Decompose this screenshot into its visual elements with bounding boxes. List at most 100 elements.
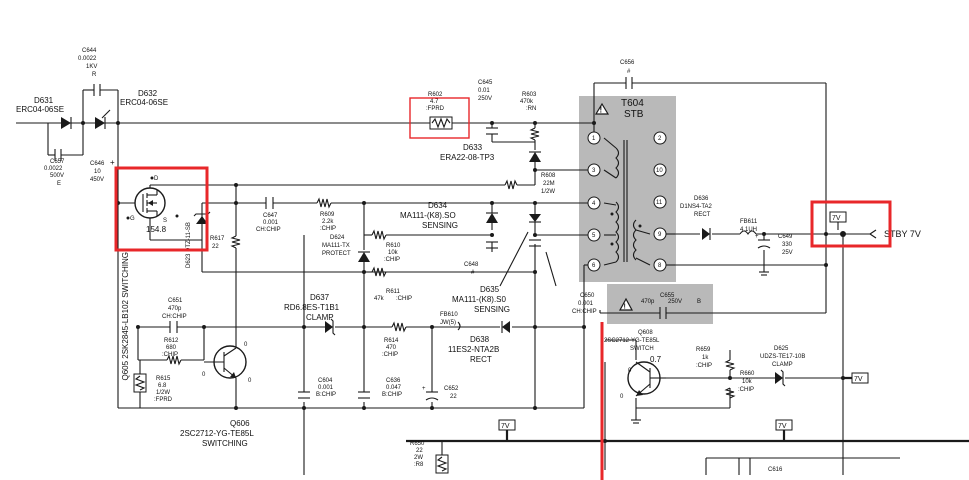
d634-func: SENSING <box>422 221 458 230</box>
d633-part: ERA22-08-TP3 <box>440 153 495 162</box>
d624-ref: D624 <box>330 235 345 241</box>
q606-pin-b: 0 <box>202 372 206 378</box>
c650-val: 0.001 <box>578 301 594 307</box>
r617-val: 22 <box>212 244 219 250</box>
d637-func: CLAMP <box>306 313 334 322</box>
transistor-q606 <box>204 345 247 379</box>
d638-func: RECT <box>470 355 492 364</box>
resistor-r609 <box>316 197 332 209</box>
transistor-q608 <box>627 361 666 397</box>
q608-voltage: 0.7 <box>650 355 662 364</box>
mosfet-q605 <box>134 187 166 219</box>
d633-ref: D633 <box>463 143 483 152</box>
svg-text:+: + <box>755 234 759 240</box>
d638-ref: D638 <box>470 335 490 344</box>
r612-ref: R612 <box>164 338 179 344</box>
c648-hash: # <box>471 270 475 276</box>
capacitor-c656 <box>625 77 633 89</box>
c647-ref: C647 <box>263 213 278 219</box>
resistor-r650 <box>435 441 449 474</box>
t604-sub: STB <box>624 109 644 120</box>
zener-d623 <box>193 211 211 224</box>
c636-val: 0.047 <box>386 385 402 391</box>
q605-pin-d: D <box>154 176 159 182</box>
thick-rails <box>406 376 969 443</box>
capacitor-c647 <box>265 197 274 209</box>
r609-val: 2.2k <box>322 219 334 225</box>
highlight-stby-7v <box>810 200 892 248</box>
c604-ref: C604 <box>318 378 333 384</box>
t604-pin11: 11 <box>656 200 663 206</box>
c604-type: B:CHIP <box>316 392 336 398</box>
r660-ref: R660 <box>740 371 755 377</box>
resistor-r617 <box>230 235 241 249</box>
capacitor-c636 <box>358 391 370 399</box>
q606-part: 2SC2712-YG-TE85L <box>180 429 254 438</box>
c652-val: 22 <box>450 394 457 400</box>
r611-val: 47k <box>374 296 385 302</box>
diode-d634 <box>486 212 498 223</box>
v7-tag-center <box>498 419 516 431</box>
diode-d635 <box>529 214 541 223</box>
diode-d632 <box>95 117 106 129</box>
v7-tag-q608-text: 7V <box>854 376 863 383</box>
fb611-ref: FB611 <box>740 219 758 225</box>
resistor-r659 <box>724 359 736 371</box>
q605-pin-g: G <box>130 216 135 222</box>
r615-watt: 1/2W <box>156 390 170 396</box>
capacitor-c604 <box>298 391 310 399</box>
c649-val: 330 <box>782 242 793 248</box>
c604-val: 0.001 <box>318 385 334 391</box>
capacitor-c649: + <box>755 234 771 276</box>
d625-func: CLAMP <box>772 362 793 368</box>
r612-val: 680 <box>166 345 177 351</box>
r603-ref: R603 <box>522 92 537 98</box>
q608-ref: Q608 <box>638 330 653 336</box>
r609-ref: R609 <box>320 212 335 218</box>
resistor-r614 <box>391 321 407 333</box>
r659-type: :CHIP <box>696 363 712 369</box>
q608-func: SWITCH <box>630 346 654 352</box>
d635-pointer-1 <box>499 231 529 287</box>
c651-ref: C651 <box>168 298 183 304</box>
q605-label: Q605 2SK2845-LB102 SWITCHING <box>121 252 130 381</box>
c636-ref: C636 <box>386 378 401 384</box>
c657-val: 0.0022 <box>44 166 63 172</box>
diode-d633 <box>529 151 541 162</box>
d635-part: MA111-(K8).S0 <box>452 295 506 304</box>
resistor-r615 <box>133 360 147 408</box>
d625-part: UDZS-TE17-10B <box>760 354 805 360</box>
r608-ref: R608 <box>541 173 556 179</box>
r650-type: :R8 <box>414 462 424 468</box>
diode-d636 <box>702 228 711 240</box>
inductor-fb611 <box>739 230 757 235</box>
c649-volt: 25V <box>782 250 793 256</box>
r610-ref: R610 <box>386 243 401 249</box>
v7-tag-q608 <box>851 372 869 384</box>
r660-type: :CHIP <box>738 387 754 393</box>
transformer-t604: ! <box>594 102 651 266</box>
c644-volt: 1KV <box>86 64 97 70</box>
d634-part: MA111-(K8).SO <box>400 211 456 220</box>
r650-watt: 2W <box>414 455 423 461</box>
stby-7v-tag-text: 7V <box>832 215 841 222</box>
r617-ref: R617 <box>210 236 225 242</box>
highlight-r602 <box>409 97 470 139</box>
c650-type: CH:CHIP <box>572 309 597 315</box>
r602-ref: R602 <box>428 92 443 98</box>
r659-ref: R659 <box>696 347 711 353</box>
r610-type: :CHIP <box>384 257 400 263</box>
c648-ref: C648 <box>464 262 479 268</box>
r650-val: 22 <box>416 448 423 454</box>
t604-pin3: 3 <box>592 168 596 174</box>
d635-func: SENSING <box>474 305 510 314</box>
r614-ref: R614 <box>384 338 399 344</box>
fb610-val: JW(5) <box>440 320 456 326</box>
inductor-fb610 <box>457 321 461 331</box>
c652-ref: C652 <box>444 386 459 392</box>
q606-ref: Q606 <box>230 419 250 428</box>
c651-type: CH:CHIP <box>162 314 187 320</box>
r659-val: 1k <box>702 355 709 361</box>
capacitor-c644 <box>93 84 101 96</box>
